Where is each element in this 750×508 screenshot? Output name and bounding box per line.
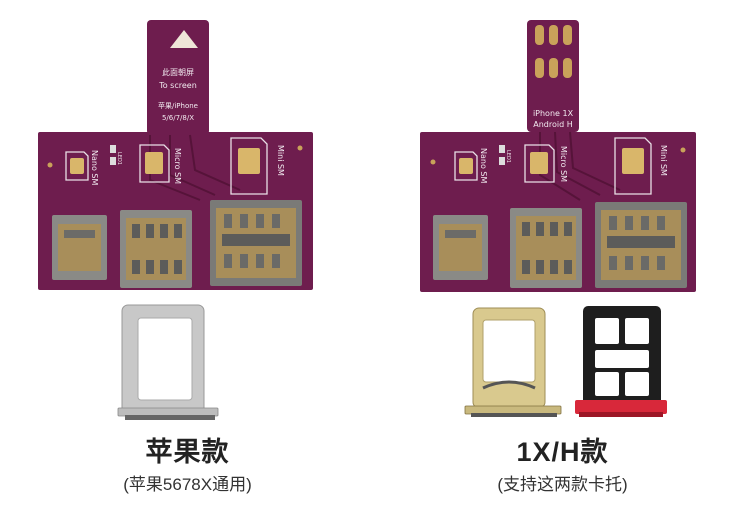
left-product-panel: 此面朝屏 To screen 苹果/iPhone 5/6/7/8/X Nano …	[38, 20, 313, 494]
slot-label-nano: Nano SM	[479, 148, 488, 183]
pcb-model-line1: iPhone 1X	[533, 109, 574, 118]
gold-contacts	[535, 25, 572, 78]
left-product-photo: 此面朝屏 To screen 苹果/iPhone 5/6/7/8/X Nano …	[38, 20, 313, 420]
silver-sim-tray	[117, 304, 219, 420]
slot-label-nano: Nano SM	[90, 150, 99, 185]
red-black-sim-tray	[575, 306, 667, 417]
pcb-model-line2: Android H	[533, 120, 573, 129]
micro-sim-socket	[510, 208, 582, 288]
right-product-photo: iPhone 1X Android H Nano SM Micro SM Min…	[420, 20, 696, 417]
pcb-model-line1: 苹果/iPhone	[158, 101, 198, 110]
led-label: LED1	[116, 152, 122, 165]
pcb-tab	[147, 20, 209, 135]
left-caption: 苹果款	[145, 437, 230, 467]
right-subcaption: (支持这两款卡托)	[497, 475, 628, 494]
right-product-panel: iPhone 1X Android H Nano SM Micro SM Min…	[375, 0, 750, 508]
slot-label-mini: Mini SM	[659, 145, 668, 176]
pcb-label-en: To screen	[158, 81, 197, 90]
right-caption: 1X/H款	[516, 437, 609, 467]
pcb-model-line2: 5/6/7/8/X	[162, 114, 194, 122]
nano-sim-socket	[433, 215, 488, 280]
sim-outlines	[65, 137, 268, 195]
slot-label-micro: Micro SM	[173, 148, 182, 184]
nano-sim-socket	[52, 215, 107, 280]
arrow-up-icon	[170, 30, 198, 48]
mini-sim-socket	[210, 200, 302, 286]
gold-sim-tray	[464, 307, 562, 417]
pcb-label-cn: 此面朝屏	[162, 67, 194, 77]
mini-sim-socket	[595, 202, 687, 288]
led-label: LED1	[505, 150, 511, 163]
micro-sim-socket	[120, 210, 192, 288]
slot-label-micro: Micro SM	[559, 146, 568, 182]
slot-label-mini: Mini SM	[276, 145, 285, 176]
left-subcaption: (苹果5678X通用)	[123, 475, 252, 494]
